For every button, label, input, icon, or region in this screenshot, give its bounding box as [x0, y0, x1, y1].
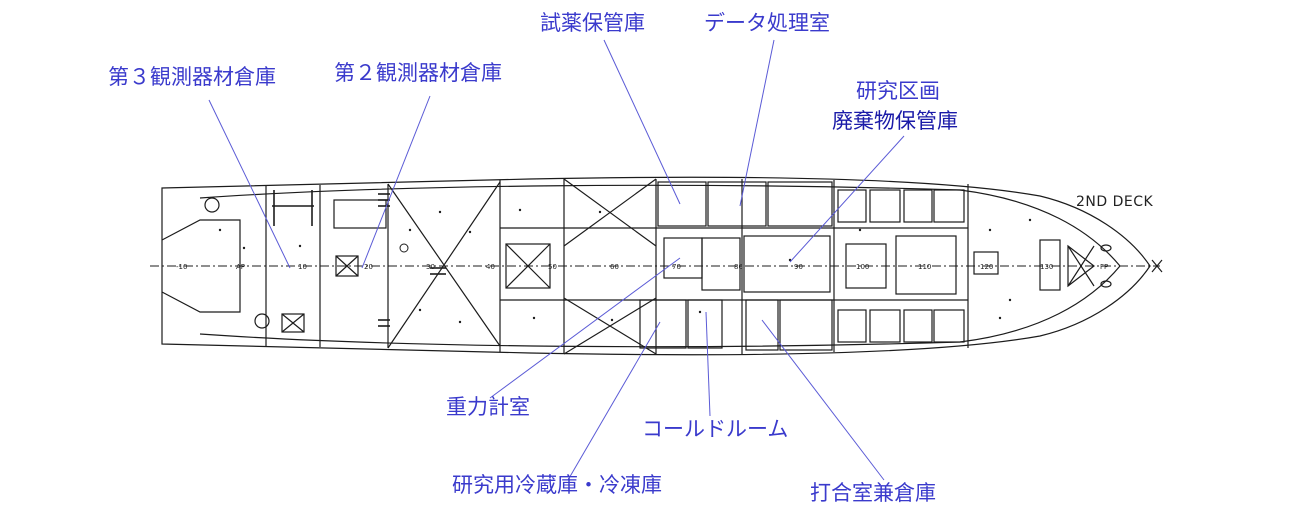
- fittings: [218, 208, 1032, 324]
- station-tick: -10: [176, 263, 188, 271]
- station-tick: 60: [610, 263, 619, 271]
- station-tick: 10: [298, 263, 307, 271]
- stern-bitt-upper: [204, 197, 220, 213]
- fridge-room: [639, 299, 687, 349]
- station-tick: 90: [794, 263, 803, 271]
- station-tick: 100: [856, 263, 870, 271]
- leader-lines: [208, 39, 905, 481]
- station-tick: 120: [980, 263, 994, 271]
- callout-fridge: 研究用冷蔵庫・冷凍庫: [452, 473, 662, 497]
- station-tick: FP: [1100, 263, 1109, 271]
- callout-meeting: 打合室兼倉庫: [810, 481, 936, 505]
- meeting-room: [745, 299, 779, 351]
- station-tick: AP: [236, 263, 246, 271]
- deck-label: 2ND DECK: [1076, 194, 1154, 210]
- station-tick: 130: [1040, 263, 1054, 271]
- station-tick: 40: [486, 263, 495, 271]
- callout-data-room: データ処理室: [704, 11, 830, 35]
- stern-bitt-lower: [254, 313, 270, 329]
- station-tick: 80: [734, 263, 743, 271]
- station-tick: 20: [364, 263, 373, 271]
- station-tick: 30: [426, 263, 435, 271]
- reagent-store: [657, 181, 707, 227]
- station-tick: 70: [672, 263, 681, 271]
- callout-cold-room: コールドルーム: [642, 417, 789, 441]
- forward-cabins: [837, 189, 965, 343]
- callout-gravimeter: 重力計室: [446, 395, 530, 419]
- callout-waste: 廃棄物保管庫: [832, 109, 958, 133]
- callout-obs3: 第３観測器材倉庫: [108, 65, 276, 89]
- cold-room: [687, 299, 723, 349]
- callout-research-area: 研究区画: [856, 79, 940, 103]
- callout-reagent: 試薬保管庫: [540, 11, 645, 35]
- callout-obs2: 第２観測器材倉庫: [334, 61, 502, 85]
- station-tick: 110: [918, 263, 932, 271]
- data-room: [707, 181, 767, 227]
- station-tick: 50: [548, 263, 557, 271]
